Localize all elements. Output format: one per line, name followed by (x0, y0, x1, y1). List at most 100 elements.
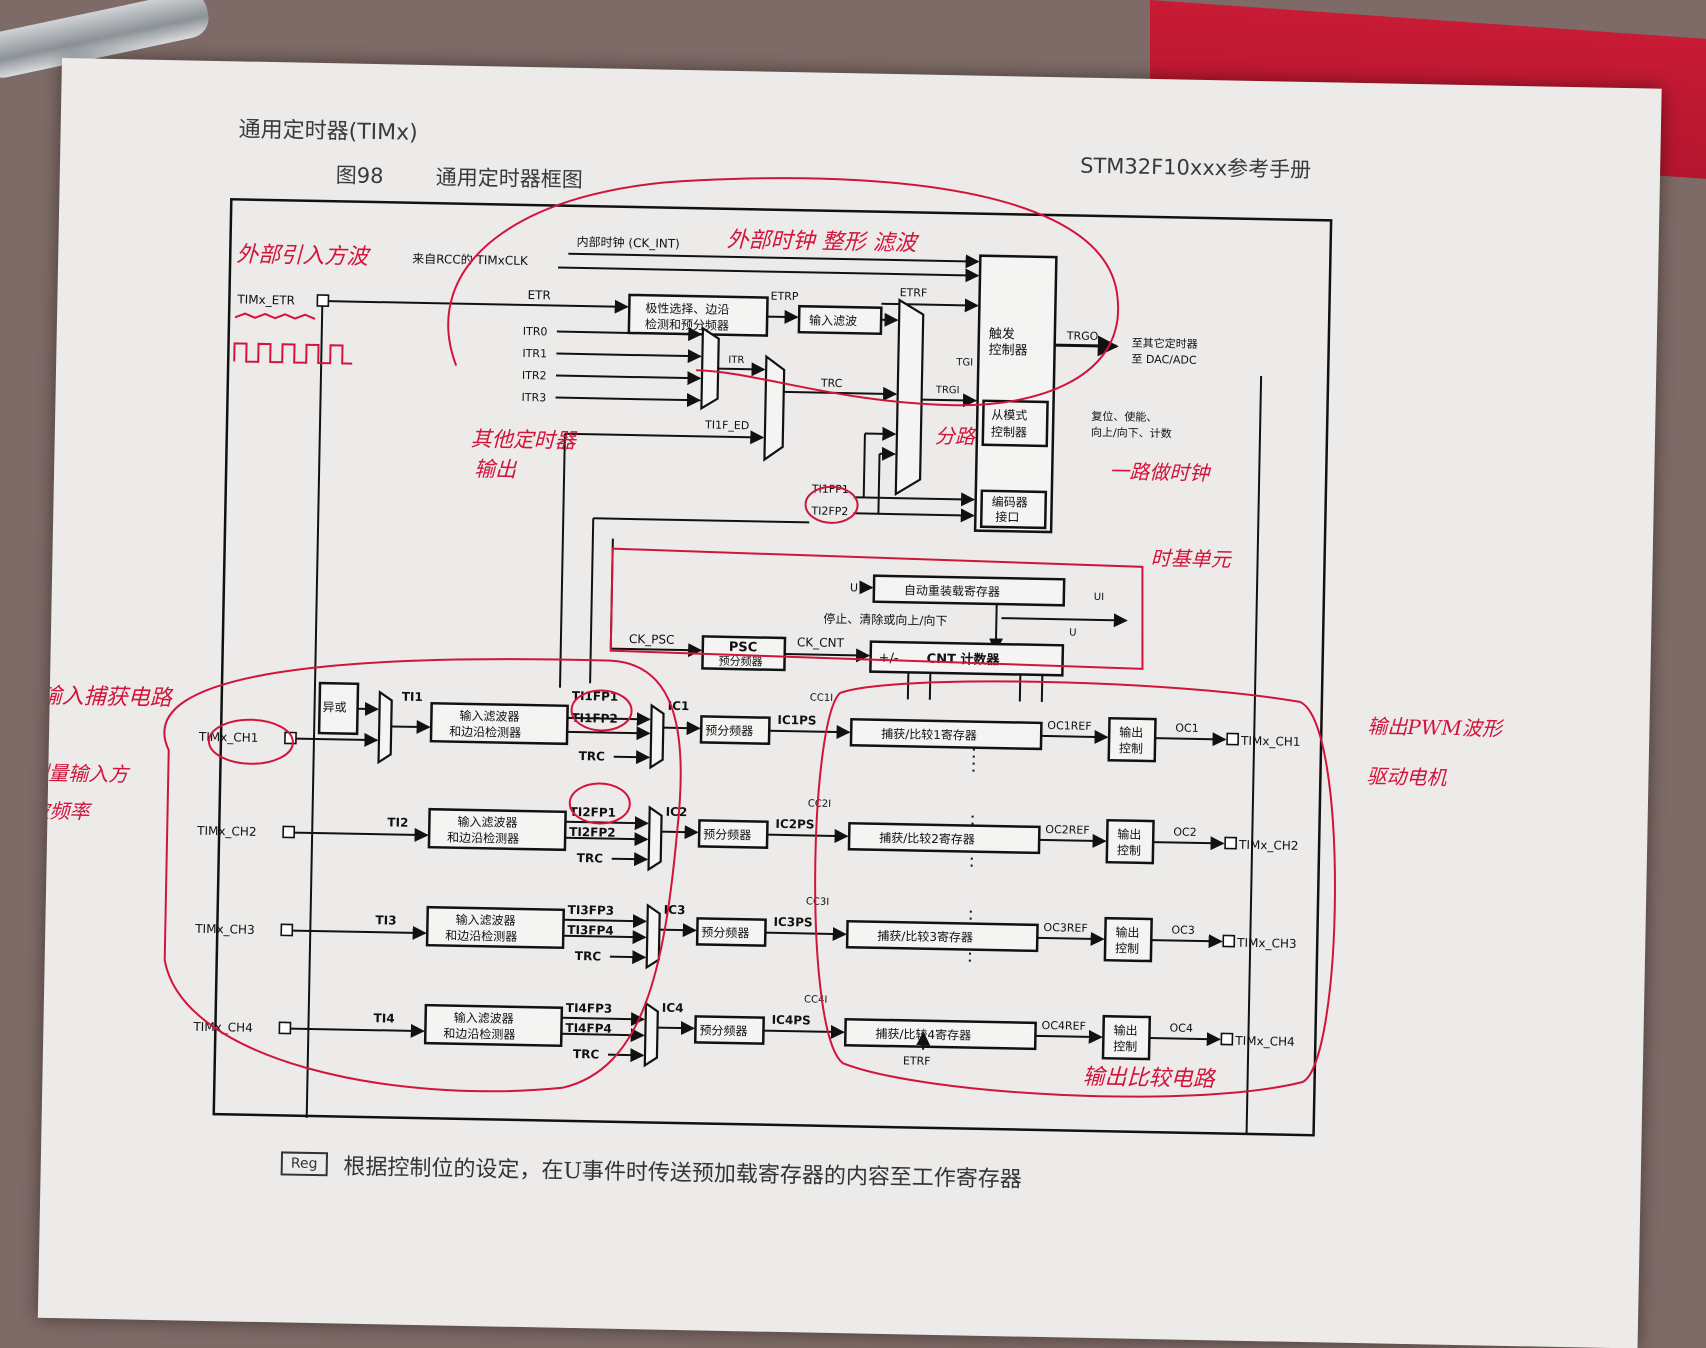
ch2-filter-text-1: 输入滤波器 (457, 814, 517, 830)
ch1-ic-mux (650, 705, 663, 767)
ch1-ocref-label: OC1REF (1047, 719, 1092, 733)
ch2-trc-label: TRC (577, 851, 604, 866)
encoder-text-1: 编码器 (992, 494, 1028, 510)
ch3-ocref-label: OC3REF (1043, 921, 1088, 935)
ch1-out-pin-label: TIMx_CH1 (1240, 734, 1301, 749)
ckpsc-label: CK_PSC (629, 632, 675, 647)
note-ext-clock: 外部时钟 整形 滤波 (726, 228, 919, 257)
ch2-ic-mux (649, 807, 662, 869)
etr-pin (317, 295, 328, 306)
trc-mux (764, 357, 784, 460)
itr0-label: ITR0 (523, 325, 548, 338)
ch4-trc-label: TRC (573, 1047, 600, 1062)
note-output-compare: 输出比较电路 (1082, 1065, 1216, 1093)
trgi-label: TRGI (935, 385, 960, 396)
channel-3: TIMx_CH3 TI3 输入滤波器 和边沿检测器 TI3FP3 TI3FP4 … (194, 885, 1298, 980)
etrf-bottom-label: ETRF (903, 1054, 931, 1068)
polarity-text-1: 极性选择、边沿 (645, 301, 729, 317)
ch2-icps-label: IC2PS (775, 817, 814, 832)
ti1fed-label: TI1F_ED (704, 418, 749, 432)
ch4-ic-label: IC4 (662, 1001, 684, 1015)
ch1-filter-text-1: 输入滤波器 (459, 708, 519, 724)
ui-label: UI (1094, 592, 1104, 603)
xor-text: 异或 (322, 700, 346, 714)
note-input-capture: 输入捕获电路 (40, 684, 174, 712)
ch1-prescaler-text: 预分频器 (705, 723, 753, 738)
ti2fp2-top: TI2FP2 (810, 504, 848, 518)
itr3-label: ITR3 (521, 391, 546, 404)
ch2-ic-label: IC2 (666, 805, 688, 819)
ch2-ocref-label: OC2REF (1045, 823, 1090, 837)
note-time-base: 时基单元 (1150, 546, 1232, 572)
ch1-icps-label: IC1PS (777, 713, 816, 728)
trgo-label: TRGO (1066, 329, 1099, 343)
ch1-pin-label: TIMx_CH1 (198, 730, 259, 745)
ch1-filter-text-2: 和边沿检测器 (449, 724, 521, 740)
etrf-label: ETRF (900, 286, 928, 300)
ch4-prescaler-text: 预分频器 (699, 1023, 747, 1038)
ckcnt-label: CK_CNT (797, 635, 845, 650)
ch3-prescaler-text: 预分频器 (701, 925, 749, 940)
ch3-output-text-2: 控制 (1115, 941, 1139, 955)
channel-4: TIMx_CH4 TI4 输入滤波器 和边沿检测器 TI4FP3 TI4FP4 … (192, 983, 1296, 1078)
ch3-pin (281, 924, 292, 935)
ch3-oc-label: OC3 (1171, 923, 1195, 936)
ch4-oc-label: OC4 (1169, 1021, 1193, 1034)
ch3-out-pin-label: TIMx_CH3 (1236, 936, 1297, 951)
note-measure-1: 测量输入方 (38, 760, 132, 786)
ch4-pin (279, 1022, 290, 1033)
u-label-right: U (1069, 627, 1077, 638)
ch3-icps-label: IC3PS (773, 915, 812, 930)
reg-icon: Reg (281, 1151, 328, 1176)
etr-label: ETR (527, 288, 551, 302)
ch4-out-pin (1221, 1033, 1232, 1044)
channel-1: TIMx_CH1 TI1 输入滤波器 和边沿检测器 TI1FP1 TI1FP2 … (198, 681, 1302, 780)
ch2-output-text-2: 控制 (1117, 843, 1141, 857)
slave-ctrl-text-2: 控制器 (991, 425, 1027, 440)
note-other-timer-2: 输出 (474, 457, 517, 482)
ch4-ocref-label: OC4REF (1041, 1019, 1086, 1033)
ch2-prescaler-text: 预分频器 (703, 827, 751, 842)
ch3-cci-label: CC3I (806, 896, 829, 907)
ch2-fpa-label: TI2FP1 (569, 805, 616, 820)
encoder-text-2: 接口 (995, 509, 1019, 524)
ch3-filter-text-2: 和边沿检测器 (445, 928, 517, 944)
ch3-output-text-1: 输出 (1115, 924, 1139, 939)
slave-out-2: 向上/向下、计数 (1091, 425, 1172, 441)
trigger-ctrl-text-2: 控制器 (988, 343, 1027, 359)
xor-mux (379, 692, 392, 762)
note-ext-square: 外部引入方波 (236, 242, 371, 270)
ch1-cci-label: CC1I (810, 692, 833, 703)
ch3-fpa-label: TI3FP3 (568, 903, 615, 918)
trgo-target-2: 至 DAC/ADC (1131, 353, 1197, 367)
ch4-output-text-1: 输出 (1113, 1022, 1137, 1037)
ch4-icps-label: IC4PS (772, 1013, 811, 1028)
ch1-trc-label: TRC (579, 749, 606, 764)
slave-ctrl-text-1: 从模式 (991, 408, 1027, 423)
itr1-label: ITR1 (522, 347, 547, 360)
ch3-capture-text: 捕获/比较3寄存器 (877, 928, 973, 945)
ch2-pin-label: TIMx_CH2 (196, 824, 257, 839)
ch3-pin-label: TIMx_CH3 (194, 922, 255, 937)
plusminus-text: +/- (878, 651, 899, 666)
ch1-output-text-1: 输出 (1119, 724, 1143, 739)
trigger-mux (896, 300, 924, 494)
channel-2: TIMx_CH2 TI2 输入滤波器 和边沿检测器 TI2FP1 TI2FP2 … (196, 787, 1300, 882)
psc-text-1: PSC (729, 640, 758, 656)
etr-pin-label: TIMx_ETR (236, 292, 295, 307)
polarity-text-2: 检测和预分频器 (645, 316, 729, 333)
trc-label: TRC (820, 377, 843, 390)
etrp-label: ETRP (770, 290, 799, 304)
ch1-oc-label: OC1 (1175, 721, 1199, 734)
ch2-out-pin (1225, 837, 1236, 848)
ch4-fpb-label: TI4FP4 (565, 1021, 612, 1036)
ch3-trc-label: TRC (575, 949, 602, 964)
ch2-filter-text-2: 和边沿检测器 (447, 830, 519, 846)
itr2-label: ITR2 (522, 369, 547, 382)
ch1-out-pin (1227, 733, 1238, 744)
rcc-clock-label: 来自RCC的 TIMxCLK (412, 251, 529, 268)
ch1-capture-text: 捕获/比较1寄存器 (881, 726, 977, 743)
input-filter-text: 输入滤波 (809, 312, 857, 328)
ch2-output-text-1: 输出 (1117, 826, 1141, 841)
note-measure-2: 波频率 (38, 799, 93, 824)
